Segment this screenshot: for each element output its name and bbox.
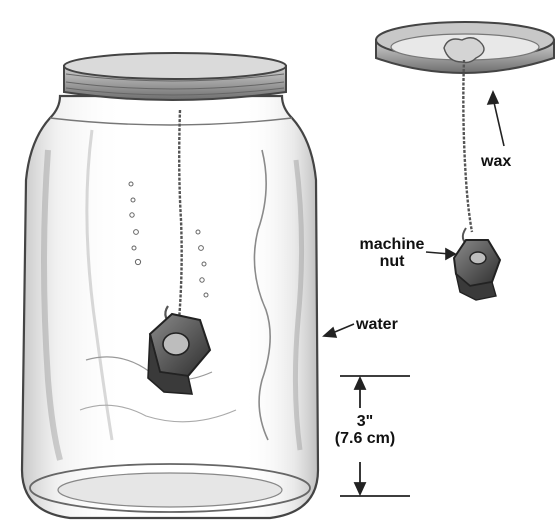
wax-arrow [493, 98, 504, 146]
string-from-lid [463, 60, 472, 232]
jar-base-inner [58, 473, 282, 507]
label-height: 3" (7.6 cm) [324, 413, 406, 447]
label-machine-nut-line2: nut [358, 253, 426, 270]
label-water: water [356, 316, 398, 333]
label-wax: wax [481, 153, 511, 170]
label-machine-nut: machine nut [358, 236, 426, 270]
jar-lid [64, 53, 286, 100]
nut-hole [163, 333, 189, 355]
label-height-inches: 3" [324, 413, 406, 430]
label-height-cm: (7.6 cm) [324, 430, 406, 447]
jar [22, 96, 318, 518]
jar-body [22, 96, 318, 518]
label-machine-nut-line1: machine [358, 236, 426, 253]
jar-lid-top [64, 53, 286, 79]
hanging-machine-nut [454, 228, 500, 300]
